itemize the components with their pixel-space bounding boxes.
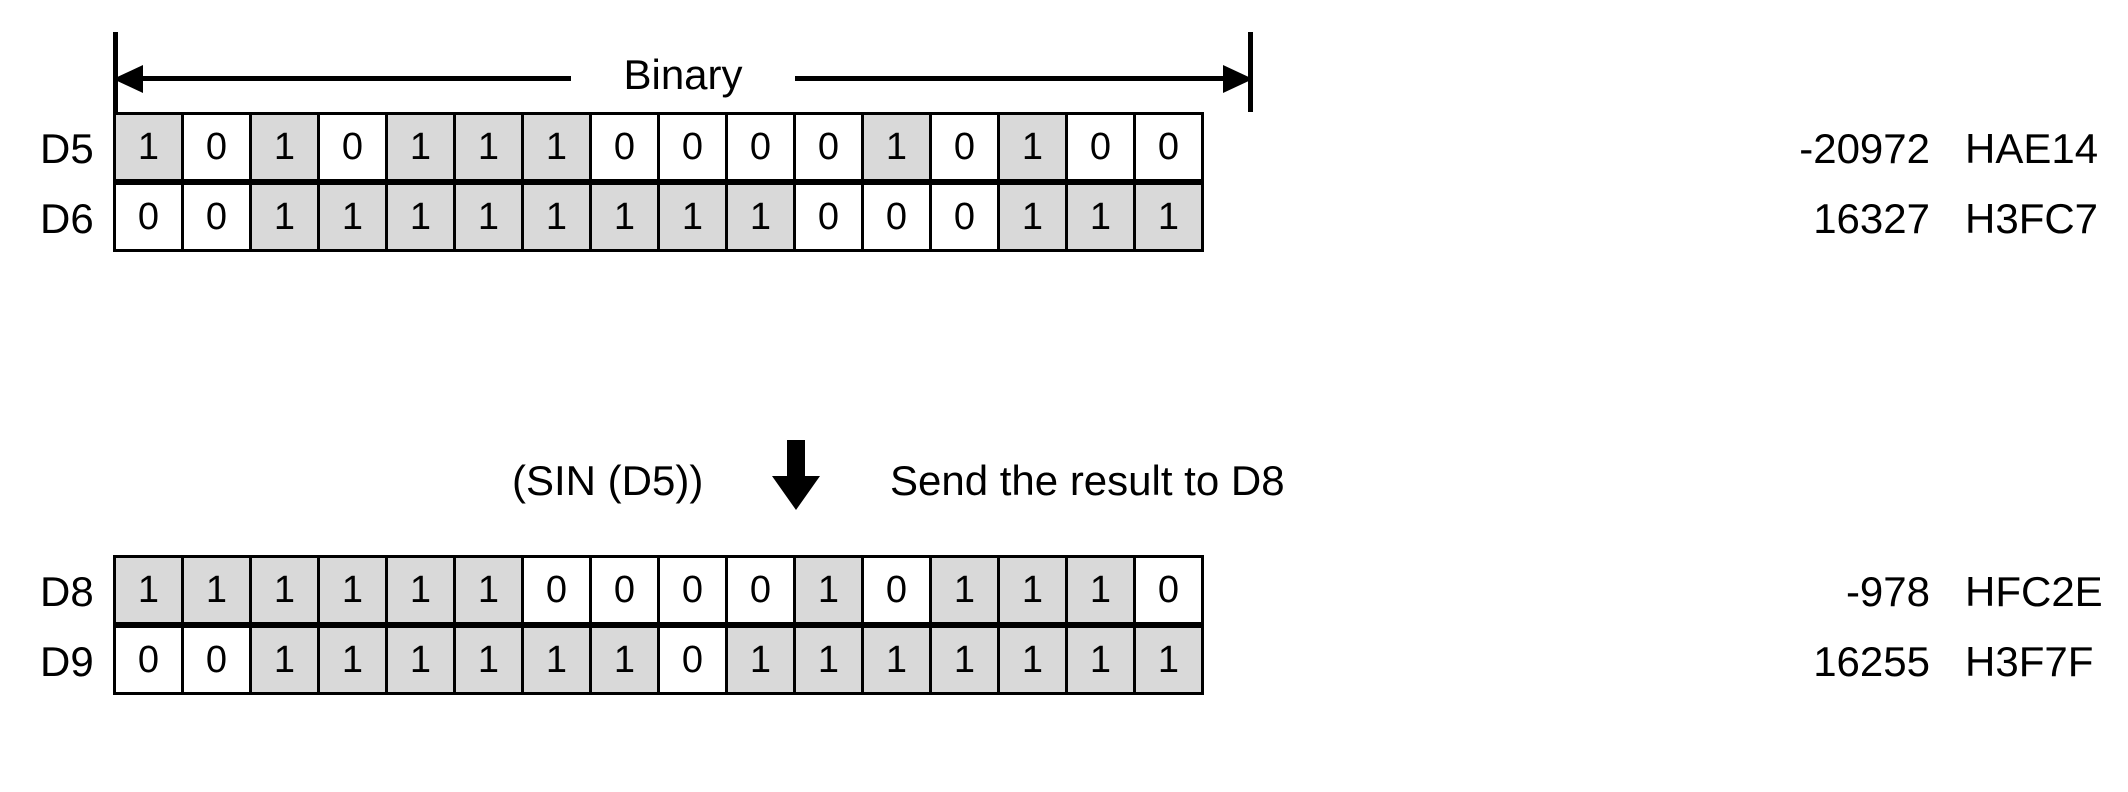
bit-cell: 1 [249, 625, 320, 695]
bit-cell: 1 [997, 182, 1068, 252]
row-hex-d9: H3F7F [1965, 638, 2094, 685]
arrow-left-icon [113, 65, 143, 93]
bit-cell: 1 [453, 182, 524, 252]
bit-cell: 1 [385, 112, 456, 182]
binary-span-label: Binary [623, 51, 743, 98]
bit-cell: 1 [113, 112, 184, 182]
span-left-line [121, 76, 571, 81]
bit-cell: 0 [725, 555, 796, 625]
bit-cell: 0 [1133, 555, 1204, 625]
bit-cell: 0 [929, 182, 1000, 252]
row-decimal-d8: -978 [1845, 568, 1930, 615]
arrow-down-icon [767, 440, 825, 517]
row-hex-d6: H3FC7 [1965, 195, 2099, 242]
bit-cell: 0 [181, 625, 252, 695]
bit-cell: 1 [589, 182, 660, 252]
bit-cell: 1 [113, 555, 184, 625]
row-hex-d8: HFC2E [1965, 568, 2103, 615]
bit-cell: 1 [929, 555, 1000, 625]
bit-cell: 1 [249, 182, 320, 252]
span-right-line [795, 76, 1245, 81]
bit-cell: 0 [317, 112, 388, 182]
bit-cell: 1 [997, 625, 1068, 695]
bit-cell: 1 [793, 555, 864, 625]
bit-cell: 0 [181, 112, 252, 182]
bit-cell: 1 [997, 112, 1068, 182]
row-label-d5: D5 [40, 125, 94, 172]
bit-cell: 1 [1133, 625, 1204, 695]
bit-cell: 0 [521, 555, 592, 625]
bit-cell: 1 [657, 182, 728, 252]
operation-expression: (SIN (D5)) [512, 457, 704, 504]
bit-cell: 0 [113, 625, 184, 695]
operation-description: Send the result to D8 [890, 457, 1285, 504]
bit-cell: 0 [657, 555, 728, 625]
bit-cell: 1 [861, 112, 932, 182]
bit-cell: 0 [725, 112, 796, 182]
bit-cell: 0 [1065, 112, 1136, 182]
bit-cell: 1 [317, 182, 388, 252]
row-hex-d5: HAE14 [1965, 125, 2099, 172]
bit-cell: 1 [521, 182, 592, 252]
row-decimal-d9: 16255 [1813, 638, 1930, 685]
bit-cell: 0 [929, 112, 1000, 182]
bit-cell: 0 [181, 182, 252, 252]
bit-cell: 0 [589, 112, 660, 182]
bit-cell: 1 [997, 555, 1068, 625]
bit-cell: 1 [521, 112, 592, 182]
bit-cell: 1 [385, 555, 456, 625]
bit-cell: 0 [113, 182, 184, 252]
bit-cell: 1 [1065, 182, 1136, 252]
binary-span-header: Binary [113, 32, 1253, 112]
row-decimal-d6: 16327 [1813, 195, 1930, 242]
bit-cell: 1 [861, 625, 932, 695]
bit-cell: 1 [725, 625, 796, 695]
bit-cell: 1 [1065, 555, 1136, 625]
bit-cell: 0 [1133, 112, 1204, 182]
bit-cell: 0 [589, 555, 660, 625]
bit-cell: 1 [453, 112, 524, 182]
bit-cell: 1 [521, 625, 592, 695]
bit-cell: 0 [861, 182, 932, 252]
bit-cell: 1 [249, 555, 320, 625]
row-label-d8: D8 [40, 568, 94, 615]
row-label-d9: D9 [40, 638, 94, 685]
row-label-d6: D6 [40, 195, 94, 242]
bit-cell: 1 [793, 625, 864, 695]
bit-cell: 1 [317, 555, 388, 625]
bit-cell: 1 [385, 625, 456, 695]
bit-cell: 0 [861, 555, 932, 625]
bit-cell: 1 [249, 112, 320, 182]
arrow-right-icon [1223, 65, 1253, 93]
bit-cell: 0 [657, 625, 728, 695]
bit-cell: 1 [181, 555, 252, 625]
bit-cell: 1 [589, 625, 660, 695]
bit-cell: 0 [793, 182, 864, 252]
bit-cell: 1 [929, 625, 1000, 695]
bit-cell: 1 [453, 555, 524, 625]
bit-cell: 1 [725, 182, 796, 252]
bit-cell: 1 [317, 625, 388, 695]
bit-cell: 1 [385, 182, 456, 252]
bit-cell: 1 [1065, 625, 1136, 695]
row-decimal-d5: -20972 [1799, 125, 1930, 172]
bit-cell: 0 [657, 112, 728, 182]
bit-cell: 0 [793, 112, 864, 182]
bit-cell: 1 [1133, 182, 1204, 252]
bit-cell: 1 [453, 625, 524, 695]
